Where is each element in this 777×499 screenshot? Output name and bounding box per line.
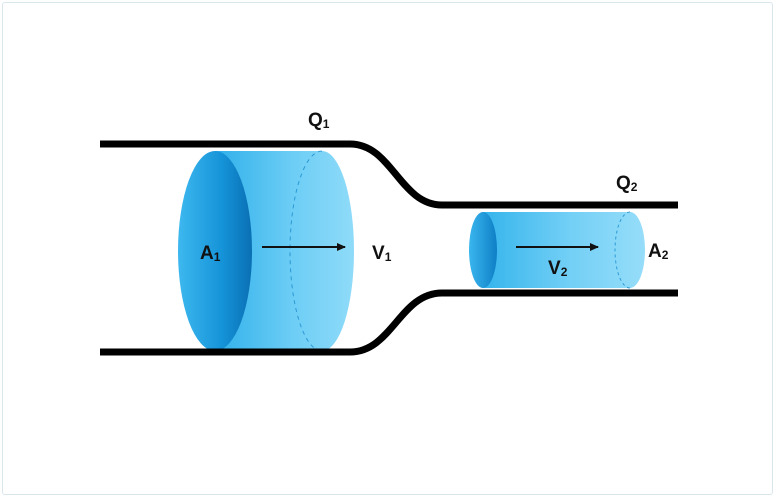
- label-v2: V2: [548, 258, 568, 279]
- cross-section-a2-face: [469, 212, 497, 288]
- label-v1: V1: [372, 243, 392, 264]
- pipe-bottom-wall: [100, 289, 678, 356]
- pipe-top-wall: [100, 140, 678, 209]
- label-q2: Q2: [616, 173, 638, 194]
- label-a2: A2: [648, 241, 669, 262]
- label-a1: A1: [200, 243, 221, 264]
- label-q1: Q1: [308, 110, 330, 131]
- cross-section-a1-face: [178, 151, 252, 351]
- large-fluid-cylinder: [178, 150, 354, 352]
- small-fluid-cylinder: [469, 211, 645, 289]
